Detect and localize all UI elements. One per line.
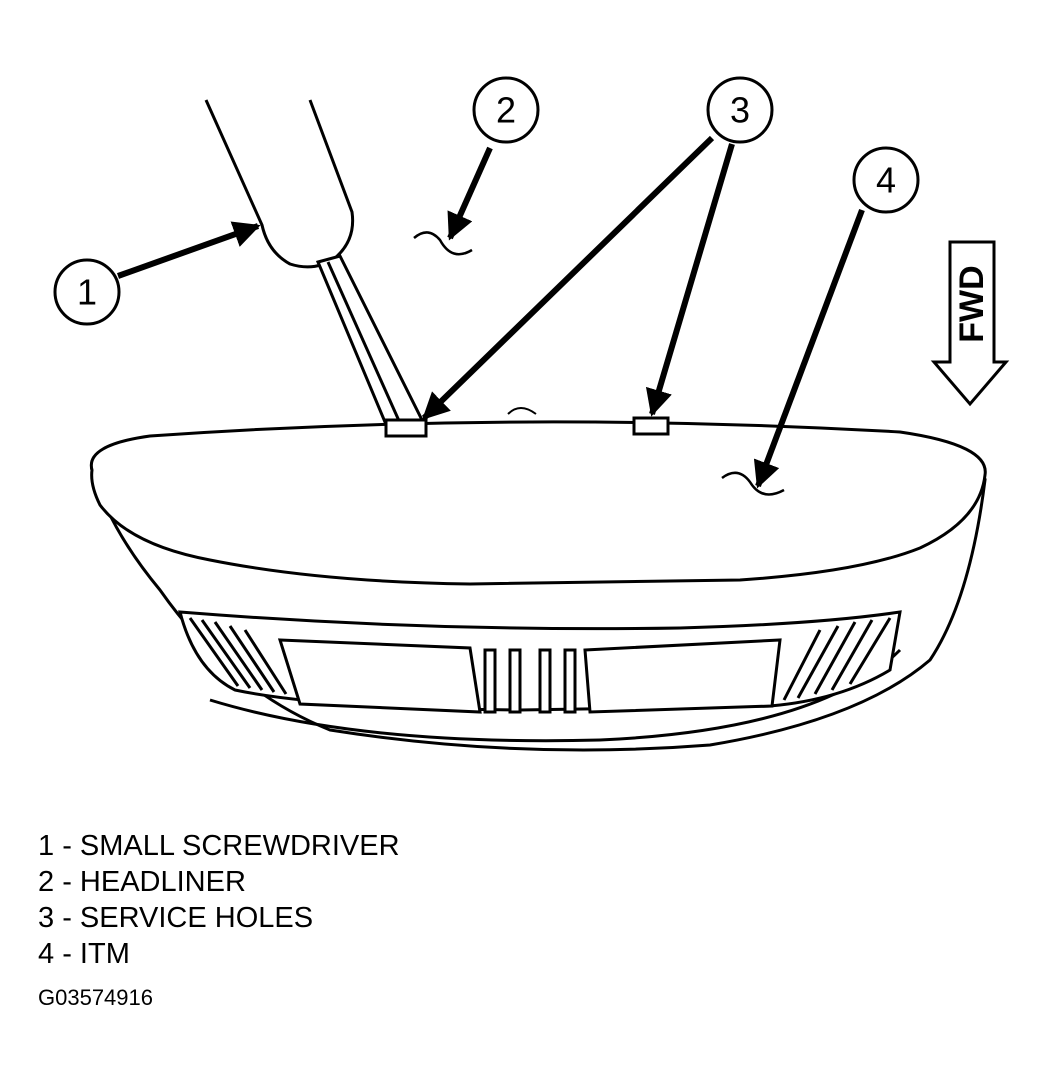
legend-item-3: 3 - SERVICE HOLES xyxy=(38,902,314,934)
leader-arrow-1 xyxy=(116,221,261,279)
itm-fin xyxy=(538,648,552,714)
itm-slat xyxy=(796,625,840,699)
itm-fin xyxy=(563,648,577,714)
itm-slat xyxy=(200,619,252,689)
svg-text:4: 4 xyxy=(876,160,896,201)
service-hole-left xyxy=(384,418,428,438)
leader-arrow-3a xyxy=(421,135,715,421)
legend: 1 - SMALL SCREWDRIVER 2 - HEADLINER 3 - … xyxy=(38,828,400,972)
itm-slat xyxy=(243,629,288,695)
itm-slat xyxy=(830,619,874,691)
itm-fin xyxy=(483,648,497,714)
svg-text:2: 2 xyxy=(496,90,516,131)
screwdriver-shaft xyxy=(315,254,431,436)
itm-module xyxy=(89,420,987,752)
service-hole-right xyxy=(632,416,670,436)
headliner-surface-squiggle xyxy=(413,231,473,256)
callout-1: 1 xyxy=(53,258,121,326)
legend-item-2: 2 - HEADLINER xyxy=(38,866,246,898)
itm-slat xyxy=(848,617,892,685)
leader-arrow-2 xyxy=(447,146,493,241)
forward-direction-arrow: FWD xyxy=(930,240,1010,407)
leader-arrow-4 xyxy=(753,208,865,489)
itm-slat xyxy=(213,621,264,691)
svg-text:1: 1 xyxy=(77,272,97,313)
legend-item-4: 4 - ITM xyxy=(38,938,130,970)
itm-display-left xyxy=(277,638,482,714)
legend-item-1: 1 - SMALL SCREWDRIVER xyxy=(38,830,400,862)
leader-arrow-3b xyxy=(645,143,735,417)
itm-slat xyxy=(228,625,276,693)
itm-slat xyxy=(813,621,857,695)
itm-removal-illustration: 1 2 3 4 FWD xyxy=(53,76,1010,752)
itm-clip xyxy=(507,407,537,415)
svg-text:3: 3 xyxy=(730,90,750,131)
itm-slat xyxy=(782,629,822,701)
fwd-label: FWD xyxy=(953,265,991,342)
itm-slat xyxy=(188,617,240,687)
screwdriver-handle xyxy=(204,99,355,269)
figure-id: G03574916 xyxy=(38,985,153,1010)
callout-4: 4 xyxy=(852,146,920,214)
itm-top-surface xyxy=(89,420,987,586)
itm-display-right xyxy=(583,638,782,714)
callout-2: 2 xyxy=(472,76,540,144)
callout-3: 3 xyxy=(706,76,774,144)
itm-surface-squiggle xyxy=(721,471,785,496)
itm-fin xyxy=(508,648,522,714)
leader-arrows xyxy=(116,135,865,489)
